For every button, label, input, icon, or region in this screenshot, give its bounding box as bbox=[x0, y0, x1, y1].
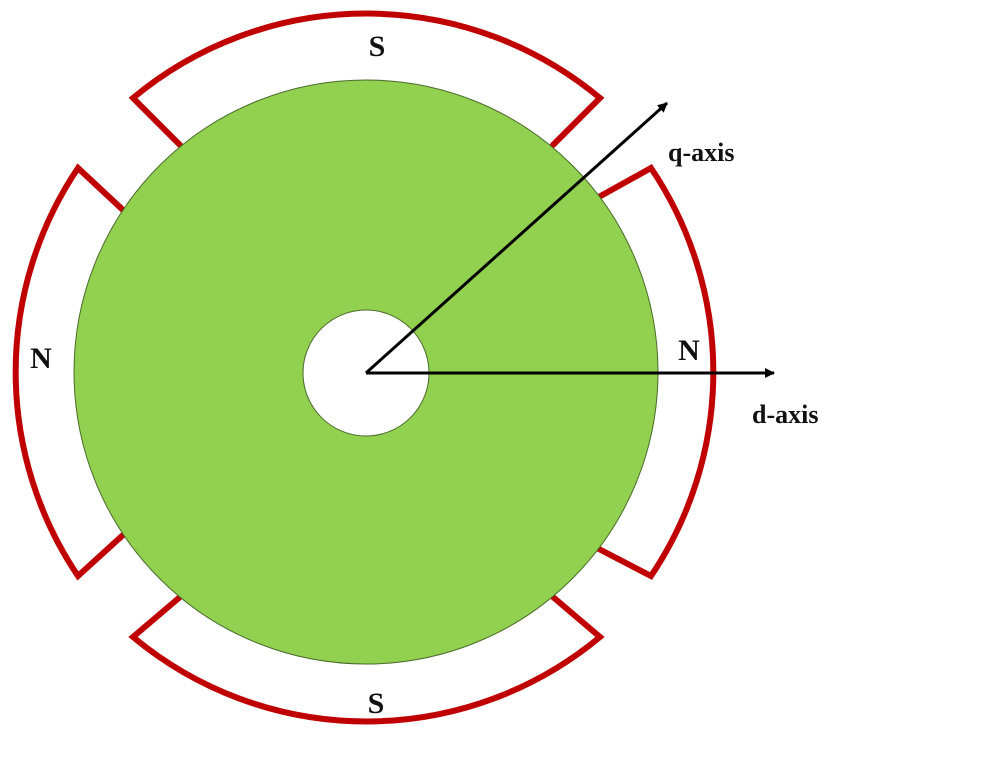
pole-label-left: N bbox=[30, 342, 52, 375]
magnet-bottom-s bbox=[128, 594, 605, 725]
magnet-top-s bbox=[128, 10, 605, 148]
pole-label-right: N bbox=[678, 334, 700, 367]
q-axis-label: q-axis bbox=[668, 138, 735, 167]
q-axis-arrow bbox=[364, 101, 669, 375]
magnet-left-n bbox=[12, 163, 126, 581]
pole-label-top: S bbox=[368, 30, 386, 63]
pole-label-bottom: S bbox=[367, 687, 385, 720]
d-axis-label: d-axis bbox=[752, 400, 819, 429]
